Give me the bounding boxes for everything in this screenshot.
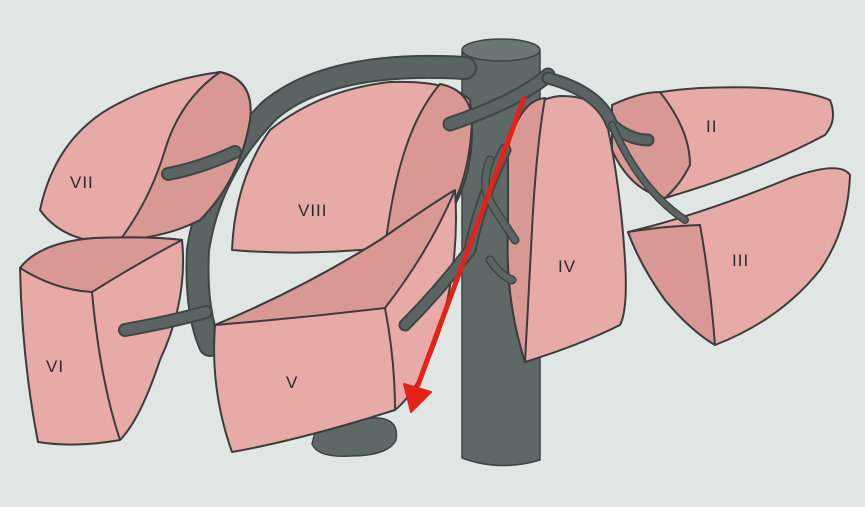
segment-label-v: V (286, 373, 298, 392)
segment-label-iv: IV (558, 257, 576, 276)
segment-label-vii: VII (70, 173, 94, 192)
segment-iv: IV (508, 96, 626, 362)
segment-label-vi: VI (46, 357, 64, 376)
segment-label-viii: VIII (298, 201, 328, 220)
segment-label-iii: III (732, 251, 749, 270)
segment-label-ii: II (706, 117, 717, 136)
